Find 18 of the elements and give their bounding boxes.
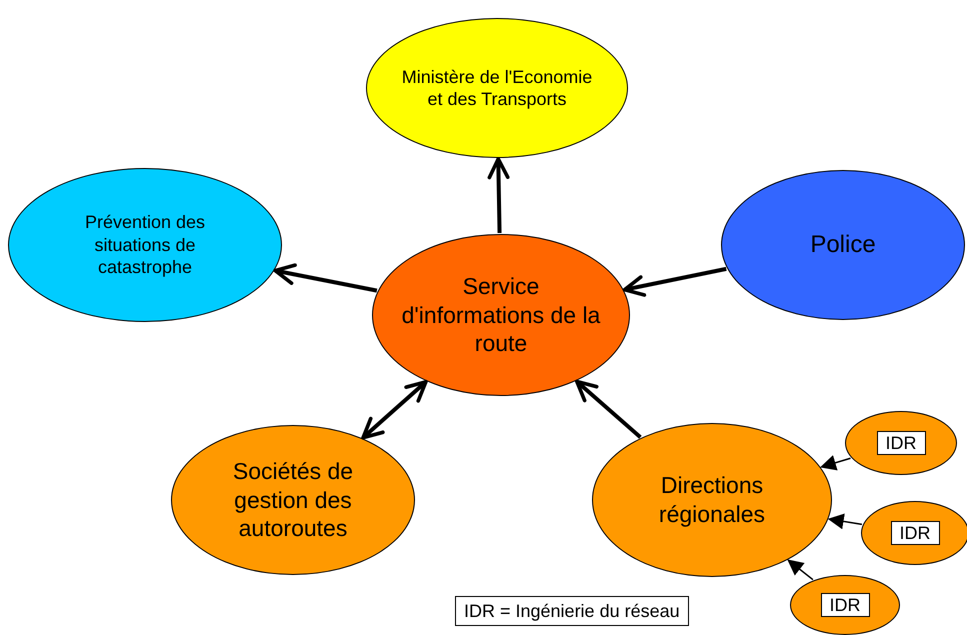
node-label: Directions régionales — [658, 471, 766, 529]
arrow — [361, 380, 428, 440]
node-label: Service d'informations de la route — [400, 272, 602, 358]
node-label: IDR — [876, 430, 926, 456]
node-label: Sociétés de gestion des autoroutes — [232, 456, 354, 544]
arrow — [820, 455, 851, 470]
node-label: Police — [810, 230, 876, 260]
node-label: IDR — [820, 592, 870, 618]
arrow — [828, 513, 862, 530]
arrow — [273, 263, 378, 293]
node-label: IDR — [890, 520, 940, 546]
arrow — [622, 266, 727, 297]
arrow — [787, 559, 814, 580]
node-label: Ministère de l'Economie et des Transports — [400, 66, 594, 110]
legend-note: IDR = Ingénierie du réseau — [455, 596, 689, 626]
arrow — [488, 157, 510, 234]
node-label: Prévention des situations de catastrophe — [84, 211, 206, 279]
arrow — [575, 380, 642, 439]
